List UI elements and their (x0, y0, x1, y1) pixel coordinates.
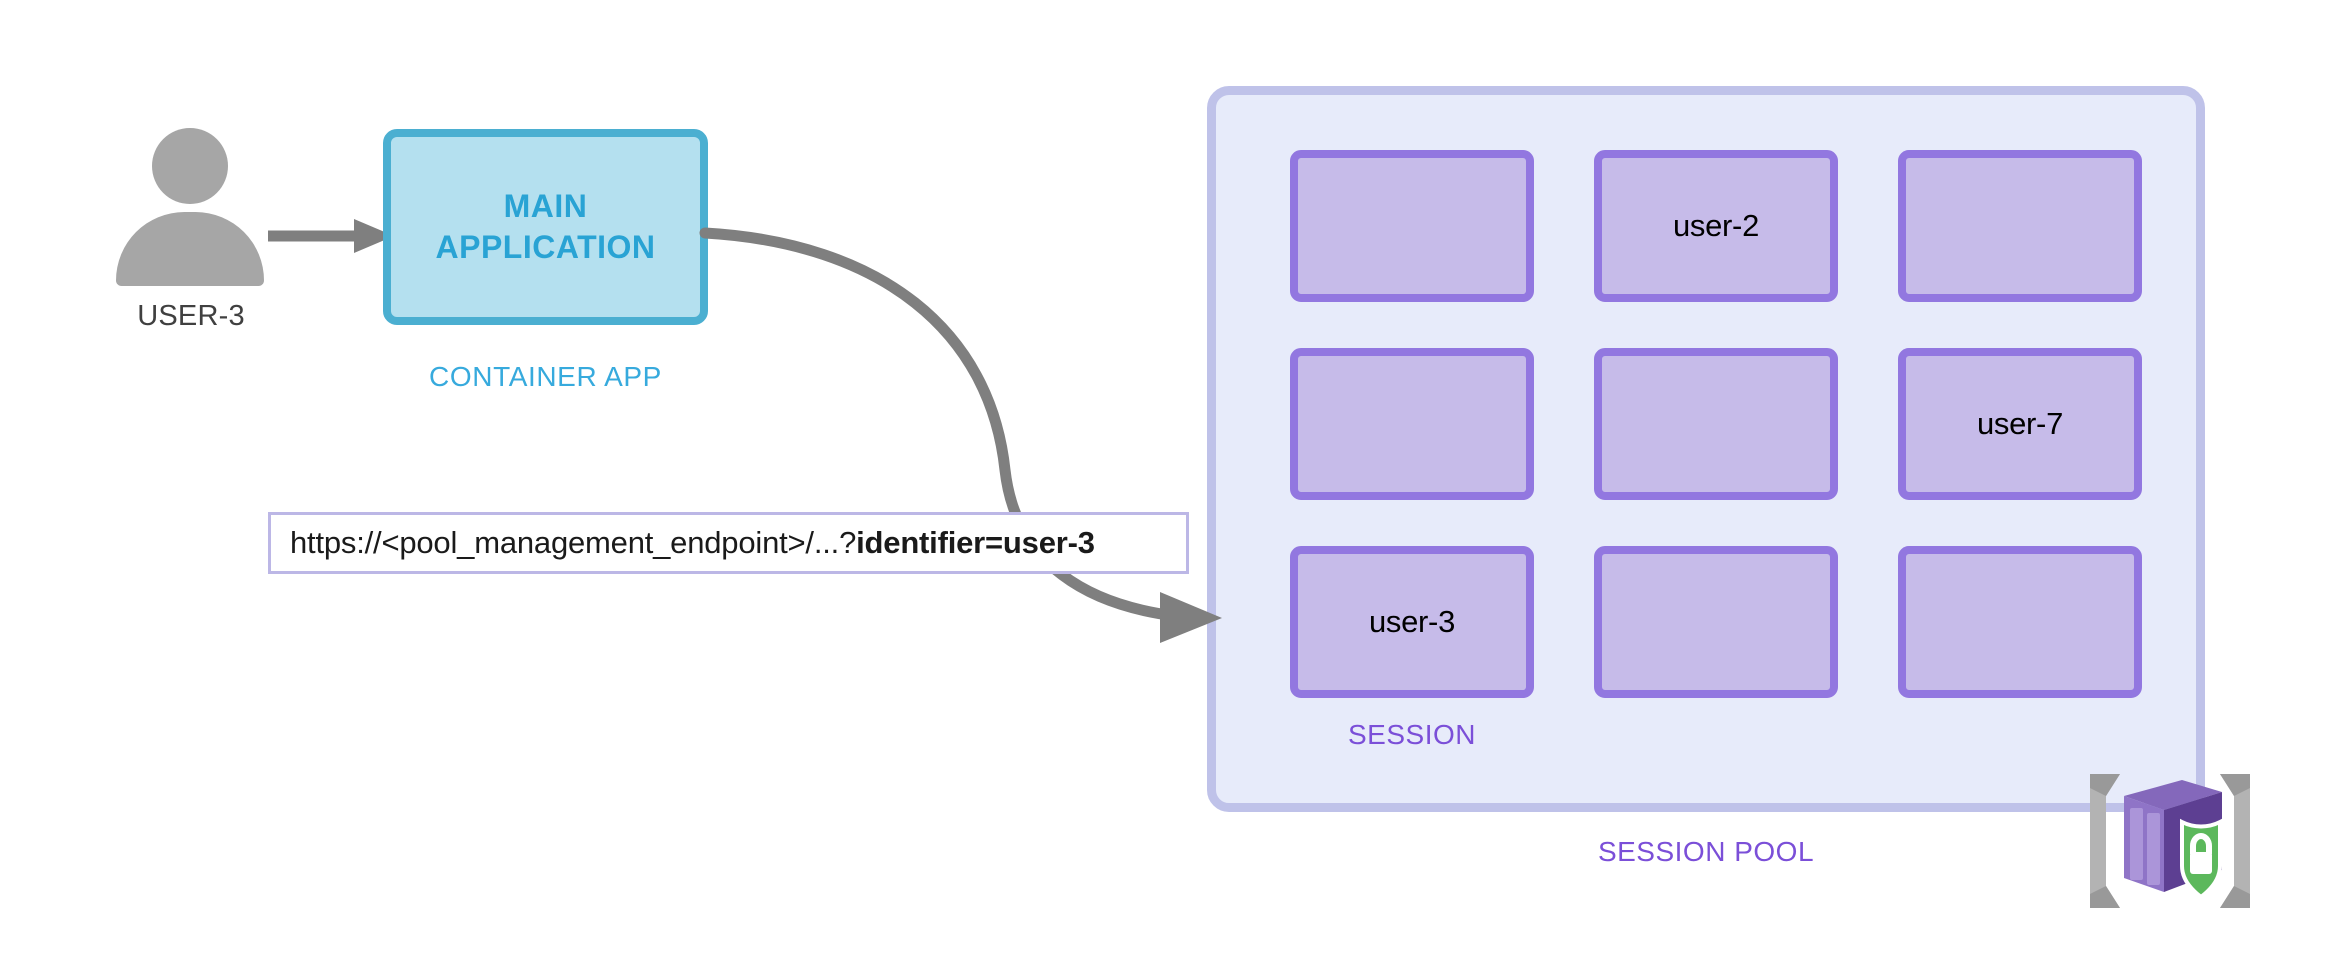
session-box[interactable] (1594, 348, 1838, 500)
arrow-user-to-app (268, 219, 394, 253)
session-user-label: user-2 (1672, 208, 1760, 243)
session-box[interactable] (1898, 150, 2142, 302)
session-user-label: user-3 (1368, 604, 1456, 639)
url-callout-box: https://<pool_management_endpoint>/...?i… (268, 512, 1189, 574)
url-prefix: https://<pool_management_endpoint>/...? (290, 525, 857, 560)
session-pool-caption: SESSION POOL (1597, 836, 1815, 867)
main-application-box: MAIN APPLICATION (383, 129, 708, 325)
session-box[interactable] (1898, 546, 2142, 698)
session-box[interactable] (1290, 348, 1534, 500)
user-icon-head (152, 128, 228, 204)
session-grid: user-2 user-7 user-3 (1290, 150, 2142, 698)
session-box[interactable] (1594, 546, 1838, 698)
user-label: USER-3 (137, 300, 245, 332)
container-app-caption: CONTAINER APP (429, 361, 662, 392)
session-box[interactable] (1290, 150, 1534, 302)
user-icon (108, 128, 272, 328)
session-box[interactable]: user-7 (1898, 348, 2142, 500)
session-box[interactable]: user-3 (1290, 546, 1534, 698)
session-user-label: user-7 (1976, 406, 2064, 441)
url-text: https://<pool_management_endpoint>/...?i… (290, 525, 1095, 561)
session-box[interactable]: user-2 (1594, 150, 1838, 302)
main-application-title: MAIN APPLICATION (435, 188, 656, 265)
azure-dynamic-sessions-icon (2090, 774, 2250, 908)
session-caption: SESSION (1348, 719, 1476, 750)
user-icon-body (116, 212, 264, 286)
url-identifier: identifier=user-3 (856, 525, 1095, 560)
